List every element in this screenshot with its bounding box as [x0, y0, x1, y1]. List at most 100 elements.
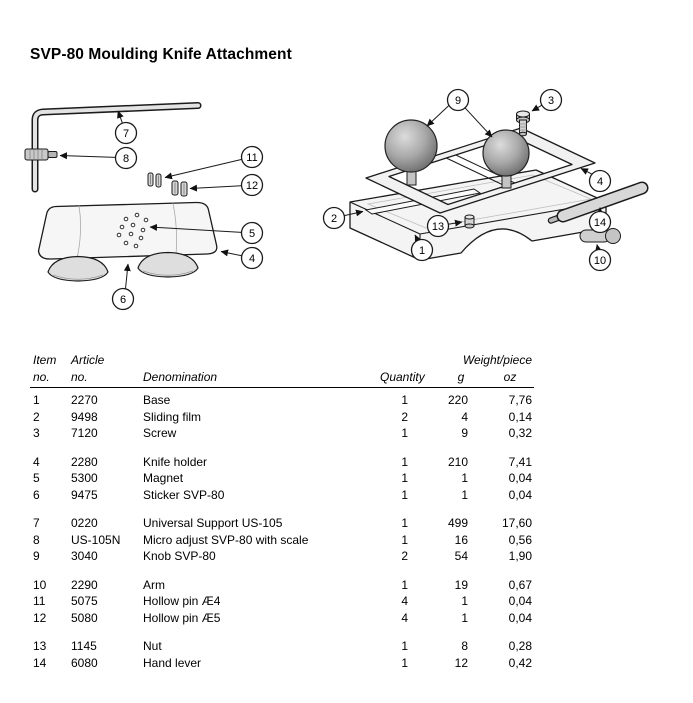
- nut: [464, 214, 475, 229]
- denomination-cell: Hand lever: [143, 655, 202, 670]
- weight-g-cell: 12: [454, 655, 468, 670]
- item-no-cell: 2: [33, 409, 40, 424]
- article-no-cell: 0220: [71, 516, 98, 530]
- knife-holder-plate: [37, 201, 218, 260]
- weight-g-cell: 1: [461, 487, 468, 502]
- item-no-cell: 9: [33, 549, 40, 563]
- callout-10: 10: [588, 244, 612, 272]
- table-row: 3 7120 Screw 1 9 0,32: [30, 425, 534, 442]
- table-row: 10 2290 Arm 1 19 0,67: [30, 565, 534, 594]
- header-article-line2: no.: [68, 368, 140, 388]
- callout-14-number: 14: [594, 217, 606, 229]
- denomination-cell: Nut: [143, 639, 162, 653]
- header-weight-g: g: [436, 368, 486, 388]
- weight-oz-cell: 0,04: [508, 487, 532, 502]
- item-no-cell: 1: [33, 393, 40, 407]
- callout-3: 3: [531, 88, 563, 112]
- quantity-cell: 1: [401, 454, 408, 469]
- weight-g-cell: 16: [454, 532, 468, 547]
- callout-12: 12: [189, 173, 264, 197]
- callout-3-number: 3: [548, 95, 554, 107]
- denomination-cell: Micro adjust SVP-80 with scale: [143, 532, 309, 547]
- quantity-cell: 1: [401, 532, 408, 547]
- denomination-cell: Sticker SVP-80: [143, 487, 225, 502]
- denomination-cell: Screw: [143, 426, 177, 440]
- quantity-cell: 1: [401, 393, 408, 407]
- callout-9: 9: [426, 88, 493, 138]
- article-no-cell: 9498: [71, 409, 98, 424]
- weight-g-cell: 19: [454, 577, 468, 592]
- micro-adjust: [24, 148, 58, 161]
- item-no-cell: 5: [33, 471, 40, 485]
- weight-g-cell: 8: [461, 639, 468, 653]
- table-row: 9 3040 Knob SVP-80 2 54 1,90: [30, 548, 534, 565]
- article-no-cell: 3040: [71, 549, 98, 563]
- denomination-cell: Knife holder: [143, 454, 208, 469]
- quantity-cell: 4: [401, 610, 408, 625]
- table-row: 2 9498 Sliding film 2 4 0,14: [30, 409, 534, 426]
- table-row: 13 1145 Nut 1 8 0,28: [30, 626, 534, 655]
- table-row: 8 US-105N Micro adjust SVP-80 with scale…: [30, 532, 534, 549]
- weight-oz-cell: 0,32: [508, 426, 532, 440]
- denomination-cell: Hollow pin Æ4: [143, 594, 221, 608]
- article-no-cell: US-105N: [71, 532, 121, 547]
- denomination-cell: Base: [143, 393, 171, 407]
- weight-oz-cell: 0,14: [508, 409, 532, 424]
- callout-8-number: 8: [123, 153, 129, 165]
- header-item-line2: no.: [30, 368, 68, 388]
- callout-5-number: 5: [249, 228, 255, 240]
- item-no-cell: 7: [33, 516, 40, 530]
- parts-table-body: 1 2270 Base 1 220 7,76 2 9498 Sliding fi…: [30, 388, 534, 672]
- item-no-cell: 14: [33, 655, 47, 670]
- diagram-right-svg: 9 3 4 14 2: [322, 88, 649, 272]
- item-no-cell: 11: [33, 594, 46, 608]
- quantity-cell: 1: [401, 639, 408, 653]
- denomination-cell: Knob SVP-80: [143, 549, 216, 563]
- denomination-cell: Magnet: [143, 471, 184, 485]
- quantity-cell: 4: [401, 594, 408, 608]
- article-no-cell: 2290: [71, 577, 98, 592]
- callout-4-left-number: 4: [249, 253, 255, 265]
- diagram-left-svg: 7 8 11 12 5: [24, 102, 264, 311]
- callout-14: 14: [588, 207, 612, 234]
- quantity-cell: 1: [401, 577, 408, 592]
- universal-support-rod: [31, 102, 202, 193]
- weight-g-cell: 1: [461, 610, 468, 625]
- hollow-pins-5: [171, 180, 188, 197]
- weight-oz-cell: 0,56: [508, 532, 532, 547]
- callout-4-right-number: 4: [597, 176, 603, 188]
- weight-oz-cell: 0,04: [508, 610, 532, 625]
- article-no-cell: 7120: [71, 426, 98, 440]
- weight-g-cell: 54: [454, 549, 468, 563]
- callout-6: 6: [111, 263, 135, 311]
- item-no-cell: 12: [33, 610, 47, 625]
- weight-oz-cell: 7,76: [508, 393, 532, 407]
- weight-oz-cell: 0,67: [508, 577, 532, 592]
- quantity-cell: 1: [401, 516, 408, 530]
- weight-g-cell: 9: [461, 426, 468, 440]
- knob-spheres: [384, 119, 530, 177]
- dome-feet: [47, 251, 199, 282]
- callout-11: 11: [164, 145, 264, 180]
- weight-g-cell: 210: [447, 454, 468, 469]
- weight-oz-cell: 1,90: [508, 549, 532, 563]
- callout-12-number: 12: [246, 180, 258, 192]
- callout-2: 2: [322, 206, 364, 230]
- page-title: SVP-80 Moulding Knife Attachment: [30, 46, 292, 63]
- parts-table: Item Article Weight/piece no. no. Denomi…: [30, 352, 534, 671]
- callout-8: 8: [59, 146, 138, 170]
- weight-oz-cell: 0,04: [508, 471, 532, 485]
- quantity-cell: 1: [401, 655, 408, 670]
- header-weight-per-piece: Weight/piece: [462, 353, 532, 367]
- header-quantity: Quantity: [380, 368, 436, 388]
- callout-1: 1: [410, 234, 434, 262]
- weight-g-cell: 220: [447, 393, 468, 407]
- weight-oz-cell: 0,42: [508, 655, 532, 670]
- callout-9-number: 9: [455, 95, 461, 107]
- callout-7: 7: [114, 110, 138, 145]
- quantity-cell: 1: [401, 426, 408, 440]
- denomination-cell: Sliding film: [143, 409, 202, 424]
- sticker-dots: [116, 212, 149, 249]
- callout-4-right: 4: [580, 168, 612, 193]
- denomination-cell: Hollow pin Æ5: [143, 610, 221, 625]
